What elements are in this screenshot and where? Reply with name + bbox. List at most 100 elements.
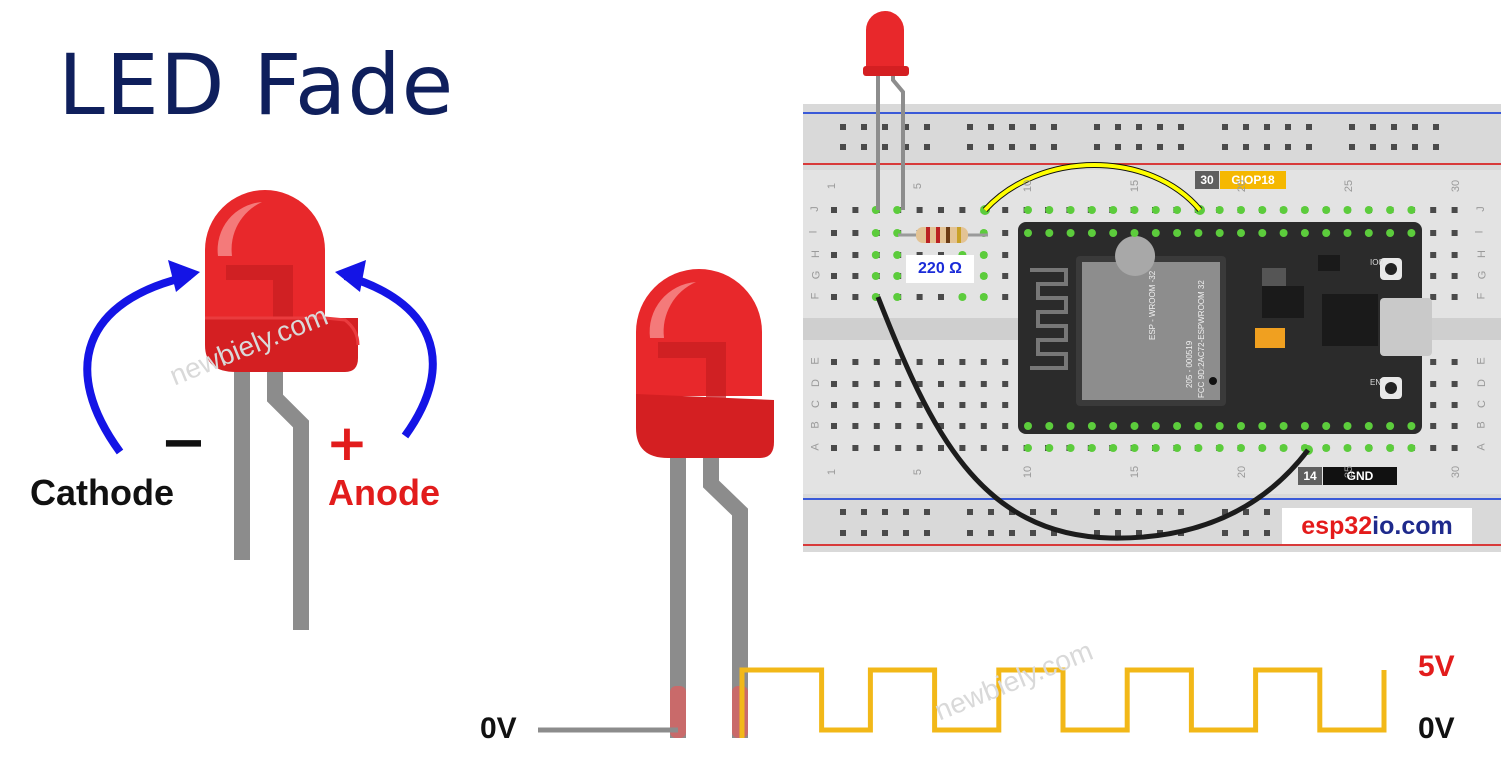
header-pin-top-inner (1300, 229, 1309, 237)
breadboard-hole (980, 359, 987, 365)
column-number-bottom: 10 (1021, 465, 1034, 479)
header-pin-top-inner (1130, 229, 1139, 237)
header-pin-bottom-inner (1237, 422, 1245, 430)
center-led-anode-leg (703, 450, 748, 738)
breadboard-hole (1451, 423, 1458, 429)
rail-hole (1433, 144, 1439, 150)
chip-part-text: 205 - 000519 (1185, 340, 1194, 388)
antenna-trace (1030, 268, 1068, 370)
rail-hole (1370, 144, 1376, 150)
breadboard-hole (1002, 252, 1009, 258)
header-pin-top (1087, 206, 1096, 214)
header-pin-top-inner (1215, 229, 1224, 237)
header-pin-bottom (1364, 444, 1373, 452)
breadboard-hole (1451, 445, 1458, 451)
connected-hole (871, 251, 880, 259)
header-pin-bottom-inner (1322, 422, 1331, 430)
breadboard-hole (1002, 359, 1009, 365)
center-led-cathode-tip (670, 686, 686, 738)
header-pin-bottom-inner (1066, 422, 1075, 430)
breadboard-hole (980, 423, 987, 429)
header-pin-bottom (1087, 444, 1096, 452)
rail-hole (861, 530, 867, 536)
row-letter: F (809, 292, 822, 300)
header-pin-top-inner (1407, 229, 1416, 237)
header-pin-bottom (1343, 444, 1352, 452)
rail-hole (988, 530, 994, 536)
rail-hole (1051, 124, 1057, 130)
rail-hole (1136, 530, 1142, 536)
rail-hole (1391, 124, 1397, 130)
breadboard-hole (1430, 252, 1437, 258)
button-io0-cap (1385, 263, 1397, 275)
rail-hole (1094, 509, 1100, 515)
column-number-bottom: 25 (1342, 465, 1355, 479)
header-pin-bottom (1045, 444, 1054, 452)
rail-hole (1157, 124, 1163, 130)
esp32-header-pins (1024, 206, 1416, 452)
breadboard-hole (1451, 381, 1458, 387)
header-pin-bottom (1024, 444, 1032, 452)
signal-pin-number: 30 (1195, 171, 1219, 189)
column-number-bottom: 15 (1128, 465, 1141, 479)
breadboard-hole (959, 359, 966, 365)
capacitor (1255, 328, 1285, 348)
breadboard-hole (852, 402, 859, 408)
breadboard-hole (873, 359, 880, 365)
header-pin-top (1322, 206, 1331, 214)
rail-hole (1285, 144, 1291, 150)
header-pin-bottom-inner (1151, 422, 1160, 430)
breadboard-hole (1430, 381, 1437, 387)
breadboard-hole (980, 381, 987, 387)
column-number-bottom: 1 (826, 468, 839, 476)
breadboard-hole (852, 423, 859, 429)
header-pin-top-inner (1258, 229, 1267, 237)
rail-hole (1030, 509, 1036, 515)
header-pin-top-inner (1386, 229, 1395, 237)
button-io0-label: IO0 (1370, 258, 1383, 267)
breadboard-hole (831, 423, 837, 429)
breadboard-hole (1430, 230, 1437, 236)
connected-hole (979, 293, 988, 301)
left-led-anode-leg (267, 370, 309, 630)
breadboard-hole (1451, 252, 1458, 258)
breadboard-hole (938, 423, 944, 429)
center-led-highlight (649, 282, 696, 338)
column-number-bottom: 5 (911, 468, 924, 476)
header-pin-top (1237, 206, 1245, 214)
breadboard-hole (1430, 402, 1437, 408)
header-pin-top (1215, 206, 1224, 214)
breadboard-hole (916, 359, 923, 365)
breadboard-hole (1002, 230, 1009, 236)
rail-hole (903, 509, 909, 515)
column-number-top: 25 (1342, 179, 1355, 193)
header-pin-top-inner (1024, 229, 1032, 237)
breadboard-hole (831, 230, 837, 236)
left-led-cathode-leg (234, 368, 250, 560)
rail-hole (1243, 144, 1249, 150)
header-pin-top-inner (1109, 229, 1118, 237)
button-en-label: EN (1370, 378, 1382, 387)
regulator-small (1262, 268, 1286, 286)
row-letter: B (1475, 421, 1488, 429)
left-led-rim (205, 318, 358, 372)
brand-highlight: io (1372, 512, 1395, 540)
rail-hole (840, 124, 846, 130)
rail-hole (882, 530, 888, 536)
column-number-top: 5 (911, 182, 924, 190)
breadboard-hole (938, 359, 944, 365)
connected-hole (871, 272, 880, 280)
small-led-body (866, 11, 904, 70)
rail-hole (1030, 144, 1036, 150)
row-letter: I (1473, 230, 1486, 234)
ground-pin-name: GND (1323, 467, 1397, 485)
rail-hole (1094, 144, 1100, 150)
header-pin-top-inner (1151, 229, 1160, 237)
rail-hole (1051, 530, 1057, 536)
rail-hole (1178, 144, 1184, 150)
rail-hole (1264, 509, 1270, 515)
rail-hole (967, 124, 973, 130)
row-letter: I (807, 230, 820, 234)
breadboard-hole (1002, 273, 1009, 279)
row-letter: A (809, 443, 822, 451)
